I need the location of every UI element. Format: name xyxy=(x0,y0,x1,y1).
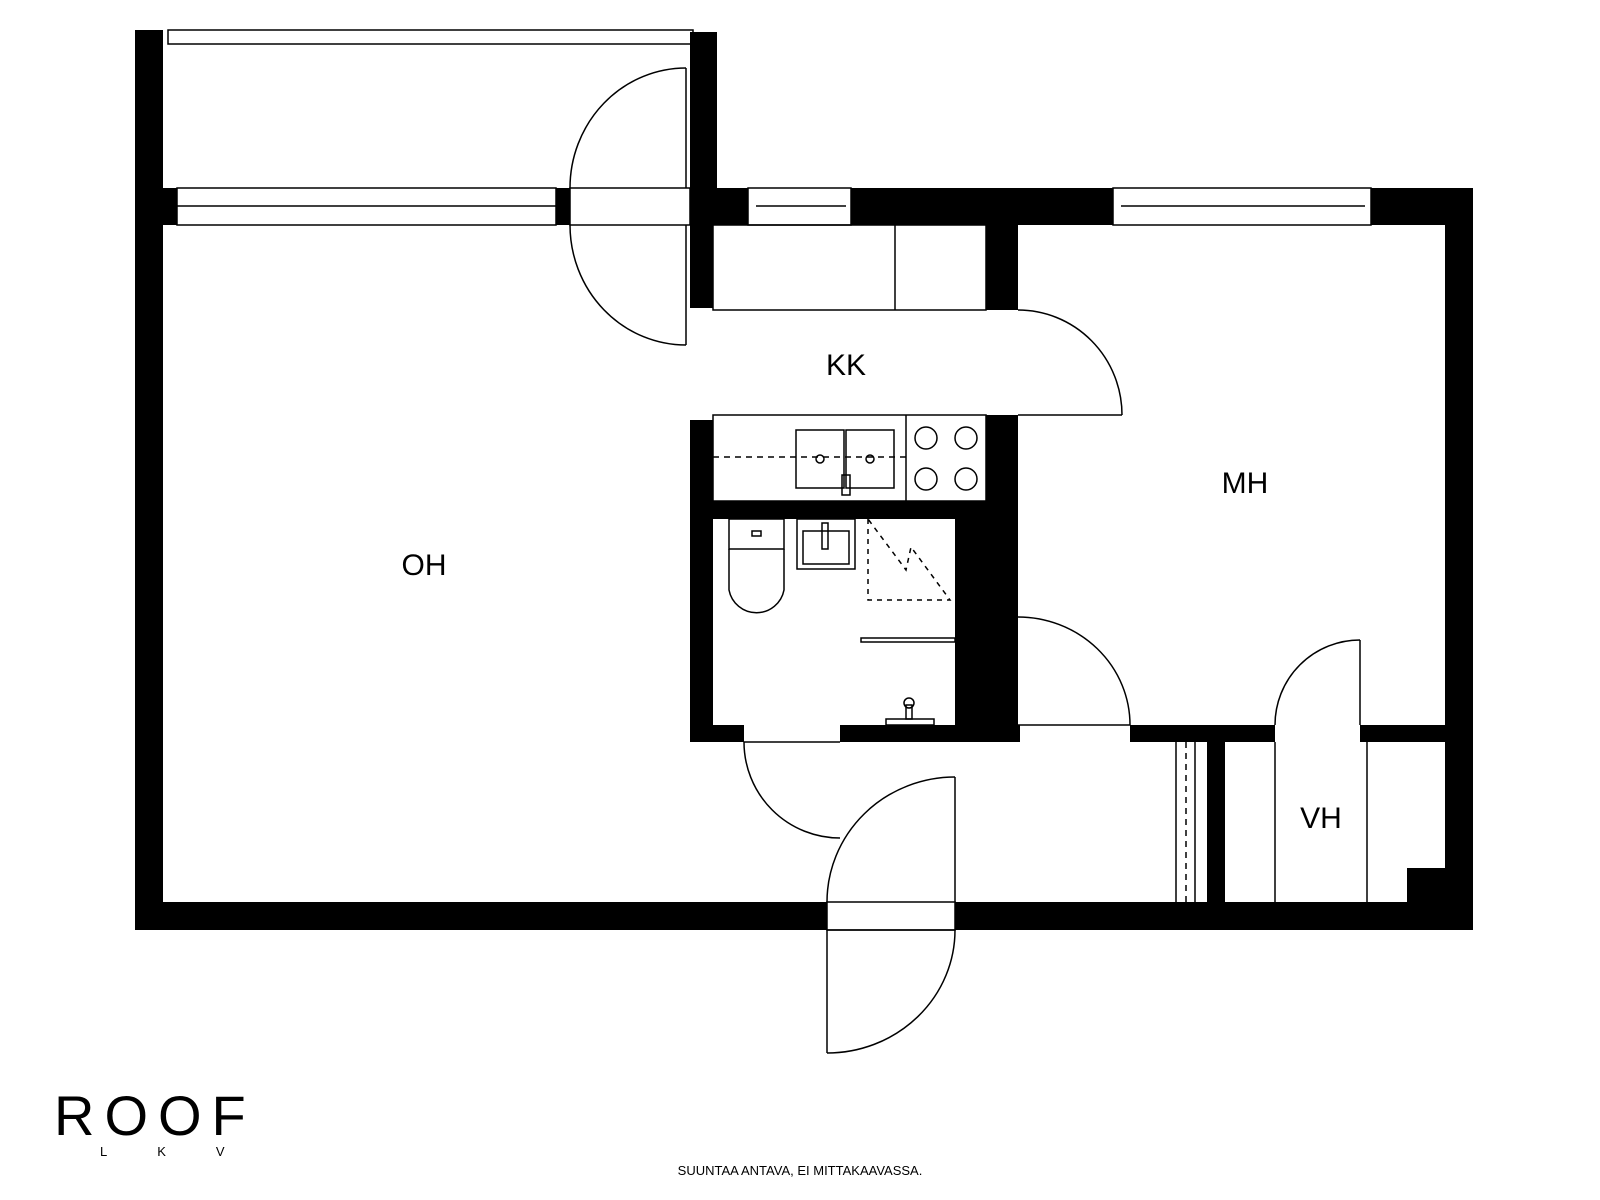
windows xyxy=(167,29,1372,226)
disclaimer-text: SUUNTAA ANTAVA, EI MITTAKAAVASSA. xyxy=(677,1163,923,1178)
room-label-mh: MH xyxy=(1222,467,1269,500)
room-label-oh: OH xyxy=(402,549,447,582)
logo-sub-text: LKV xyxy=(100,1144,275,1159)
kitchen-fixtures xyxy=(712,224,987,502)
closet xyxy=(1175,742,1368,902)
room-label-vh: VH xyxy=(1300,802,1342,835)
walls xyxy=(135,30,1473,930)
bathroom-fixtures xyxy=(728,518,956,726)
room-label-kk: KK xyxy=(826,349,866,382)
roof-lkv-logo: ROOF LKV xyxy=(54,1084,294,1160)
logo-main-text: ROOF xyxy=(54,1084,256,1147)
doors xyxy=(569,67,1361,1054)
